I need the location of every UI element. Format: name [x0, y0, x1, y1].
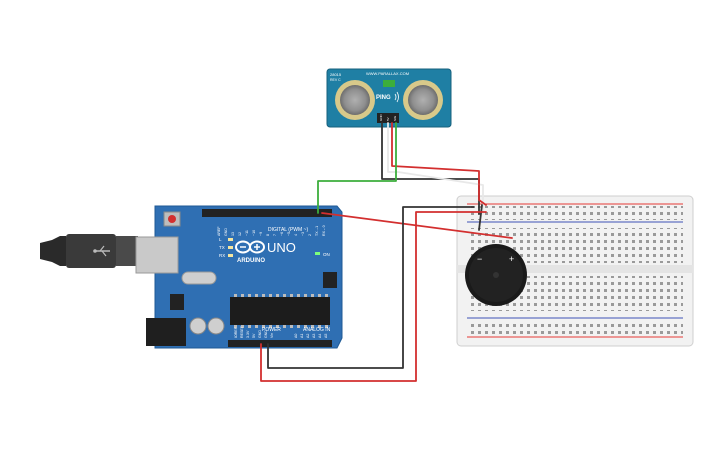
digital-pin-label-1: GND: [224, 228, 228, 236]
icsp-header: [323, 272, 337, 288]
arduino-model-label: UNO: [267, 240, 296, 255]
usb-symbol-icon: [93, 245, 110, 257]
status-led-label-0: L: [219, 237, 222, 242]
power-led: [315, 252, 320, 255]
transducer-right: [408, 85, 438, 115]
sensor-model-label: 28015: [330, 72, 342, 77]
voltage-regulator: [170, 294, 184, 310]
rail-holes-bottom-2: [467, 327, 683, 334]
analog-pin-label-0: A0: [294, 334, 298, 338]
sensor-rev-label: REV C: [330, 78, 341, 82]
wire-arduino-gnd[interactable]: [267, 206, 475, 369]
analog-pin-label-2: A2: [306, 334, 310, 338]
power-pin-label-5: GND: [264, 330, 268, 338]
digital-pin-label-10: ~5: [287, 232, 291, 236]
sensor-pin-header[interactable]: [377, 113, 399, 123]
usb-cable-collar: [116, 236, 138, 266]
power-pin-label-3: 5V: [252, 333, 256, 338]
digital-pin-label-0: AREF: [217, 226, 221, 236]
usb-cable-plug[interactable]: [66, 234, 116, 268]
rail-holes-top-1: [467, 206, 683, 213]
analog-label: ANALOG IN: [303, 327, 331, 333]
power-pin-label-4: GND: [258, 330, 262, 338]
on-label: ON: [323, 252, 330, 257]
digital-pin-label-9: ~6: [280, 232, 284, 236]
usb-cable-plug-end: [40, 236, 66, 266]
rail-holes-bottom-1: [467, 320, 683, 327]
capacitor-2: [207, 317, 225, 335]
status-led-label-2: RX: [219, 253, 225, 258]
crystal-oscillator: [181, 271, 217, 285]
sensor-url-label: WWW.PARALLAX.COM: [366, 71, 409, 76]
power-label: POWER: [262, 327, 281, 333]
digital-pin-label-7: 8: [266, 234, 270, 236]
status-led-label-1: TX: [219, 245, 225, 250]
analog-pin-label-3: A3: [312, 334, 316, 338]
digital-pin-label-11: 4: [294, 234, 298, 236]
breadboard[interactable]: [456, 195, 694, 347]
capacitor-1: [189, 317, 207, 335]
digital-pin-label-14: TX→1: [315, 226, 319, 236]
wire-buzzer-signal[interactable]: [321, 212, 513, 239]
digital-label: DIGITAL (PWM ~): [268, 227, 308, 233]
chip-pins-top: [234, 294, 328, 297]
power-pin-label-6: Vin: [270, 333, 274, 338]
digital-header[interactable]: [202, 209, 332, 217]
power-pin-label-1: RESET: [240, 325, 244, 338]
usb-jack: [135, 236, 179, 274]
digital-pin-label-2: 13: [231, 232, 235, 236]
chip-pins-bottom: [234, 325, 328, 328]
power-jack: [146, 318, 186, 346]
status-leds: L TX RX: [219, 237, 233, 258]
digital-pin-label-3: 12: [238, 232, 242, 236]
analog-pin-label-1: A1: [300, 334, 304, 338]
rail-holes-top-2: [467, 213, 683, 220]
status-led-2: [228, 254, 233, 257]
buzzer-plus-label: +: [509, 254, 514, 264]
sound-waves-icon: [394, 91, 399, 103]
buzzer-hole: [493, 272, 499, 278]
microcontroller-chip: [230, 297, 330, 325]
wire-sensor-5v-core: [387, 122, 484, 215]
digital-pin-label-8: 7: [273, 234, 277, 236]
wire-sensor-signal[interactable]: [317, 122, 397, 214]
wires: [260, 122, 513, 382]
digital-pin-label-15: RX←0: [322, 225, 326, 236]
wire-sensor-5v[interactable]: [391, 122, 487, 206]
sensor-pin-label-1: 5V: [386, 117, 390, 121]
transducer-left: [340, 85, 370, 115]
digital-pin-label-5: ~10: [252, 230, 256, 236]
digital-pin-label-12: ~3: [301, 232, 305, 236]
reset-button-cap[interactable]: [168, 215, 176, 223]
buzzer-minus-label: −: [477, 254, 482, 264]
center-channel: [457, 265, 693, 273]
arduino-uno-board[interactable]: UNO ARDUINO DIGITAL (PWM ~) POWER ANALOG…: [40, 205, 343, 349]
arduino-brand-label: ARDUINO: [237, 258, 265, 264]
digital-pin-label-6: ~9: [259, 232, 263, 236]
sensor-led: [383, 80, 395, 87]
piezo-buzzer[interactable]: − +: [465, 244, 527, 306]
analog-pin-label-4: A4: [318, 334, 322, 338]
power-pin-label-0: IOREF: [234, 326, 238, 338]
sensor-name-label: PING: [376, 95, 391, 101]
wire-arduino-5v[interactable]: [260, 211, 487, 382]
sensor-pin-label-2: SIG: [393, 115, 397, 121]
status-led-0: [228, 238, 233, 241]
arduino-infinity-logo: [235, 240, 265, 254]
power-pin-label-2: 3.3V: [246, 330, 250, 338]
status-led-1: [228, 246, 233, 249]
digital-pin-label-4: ~11: [245, 230, 249, 236]
power-analog-header[interactable]: [228, 340, 332, 347]
analog-pin-label-5: A5: [324, 334, 328, 338]
digital-pin-label-13: 2: [308, 234, 312, 236]
wire-buzzer-gnd[interactable]: [478, 204, 483, 231]
sensor-pin-label-0: GND: [379, 114, 383, 122]
